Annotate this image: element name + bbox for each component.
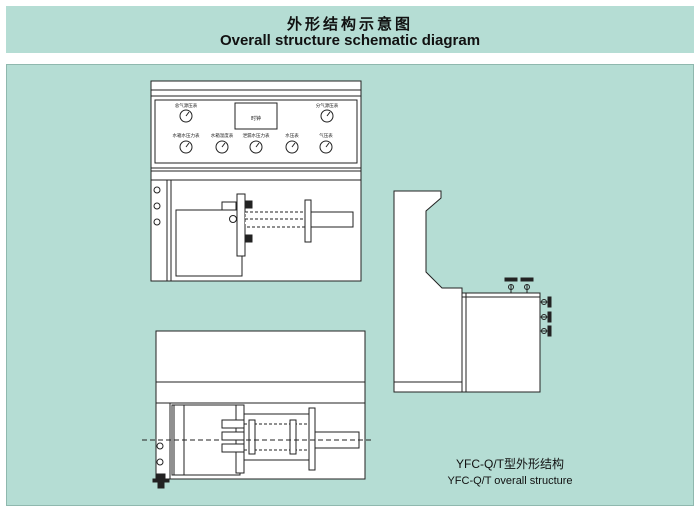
clock-label: 时钟: [251, 115, 261, 122]
title-chinese: 外形结构示意图: [286, 16, 413, 33]
side-valves: [540, 296, 552, 337]
gauge-top-left: 总气源压表: [175, 102, 198, 123]
gauge-top-right-label: 分气源压表: [316, 102, 339, 109]
caption-english: YFC-Q/T overall structure: [447, 475, 572, 487]
gauge-row-label-3: 泄漏水压力表: [243, 132, 270, 139]
gauge-row-label-1: 水箱水压力表: [173, 132, 200, 139]
side-cabinet: [461, 292, 541, 393]
gauge-top-left-label: 总气源压表: [175, 102, 198, 109]
gauge-row: 水箱水压力表 水箱温度表 泄漏水压力表 水压表 气压表: [173, 132, 333, 154]
gauge-row-label-5: 气压表: [319, 132, 333, 139]
gauge-top-right: 分气源压表: [316, 102, 339, 123]
gauge-row-label-4: 水压表: [285, 132, 299, 139]
front-view: 时钟 总气源压表 分气源压表 水箱水压力表 水箱温度表 泄漏水压力表 水压表 气…: [150, 80, 362, 282]
clock-screen: [234, 102, 278, 130]
title-english: Overall structure schematic diagram: [219, 32, 481, 49]
caption-chinese: YFC-Q/T型外形结构: [456, 456, 564, 471]
side-view: [393, 190, 552, 393]
top-view: [142, 330, 372, 489]
top-valves: [504, 277, 534, 293]
header-band: 外形结构示意图 Overall structure schematic diag…: [6, 6, 694, 53]
gauge-row-label-2: 水箱温度表: [211, 132, 234, 139]
